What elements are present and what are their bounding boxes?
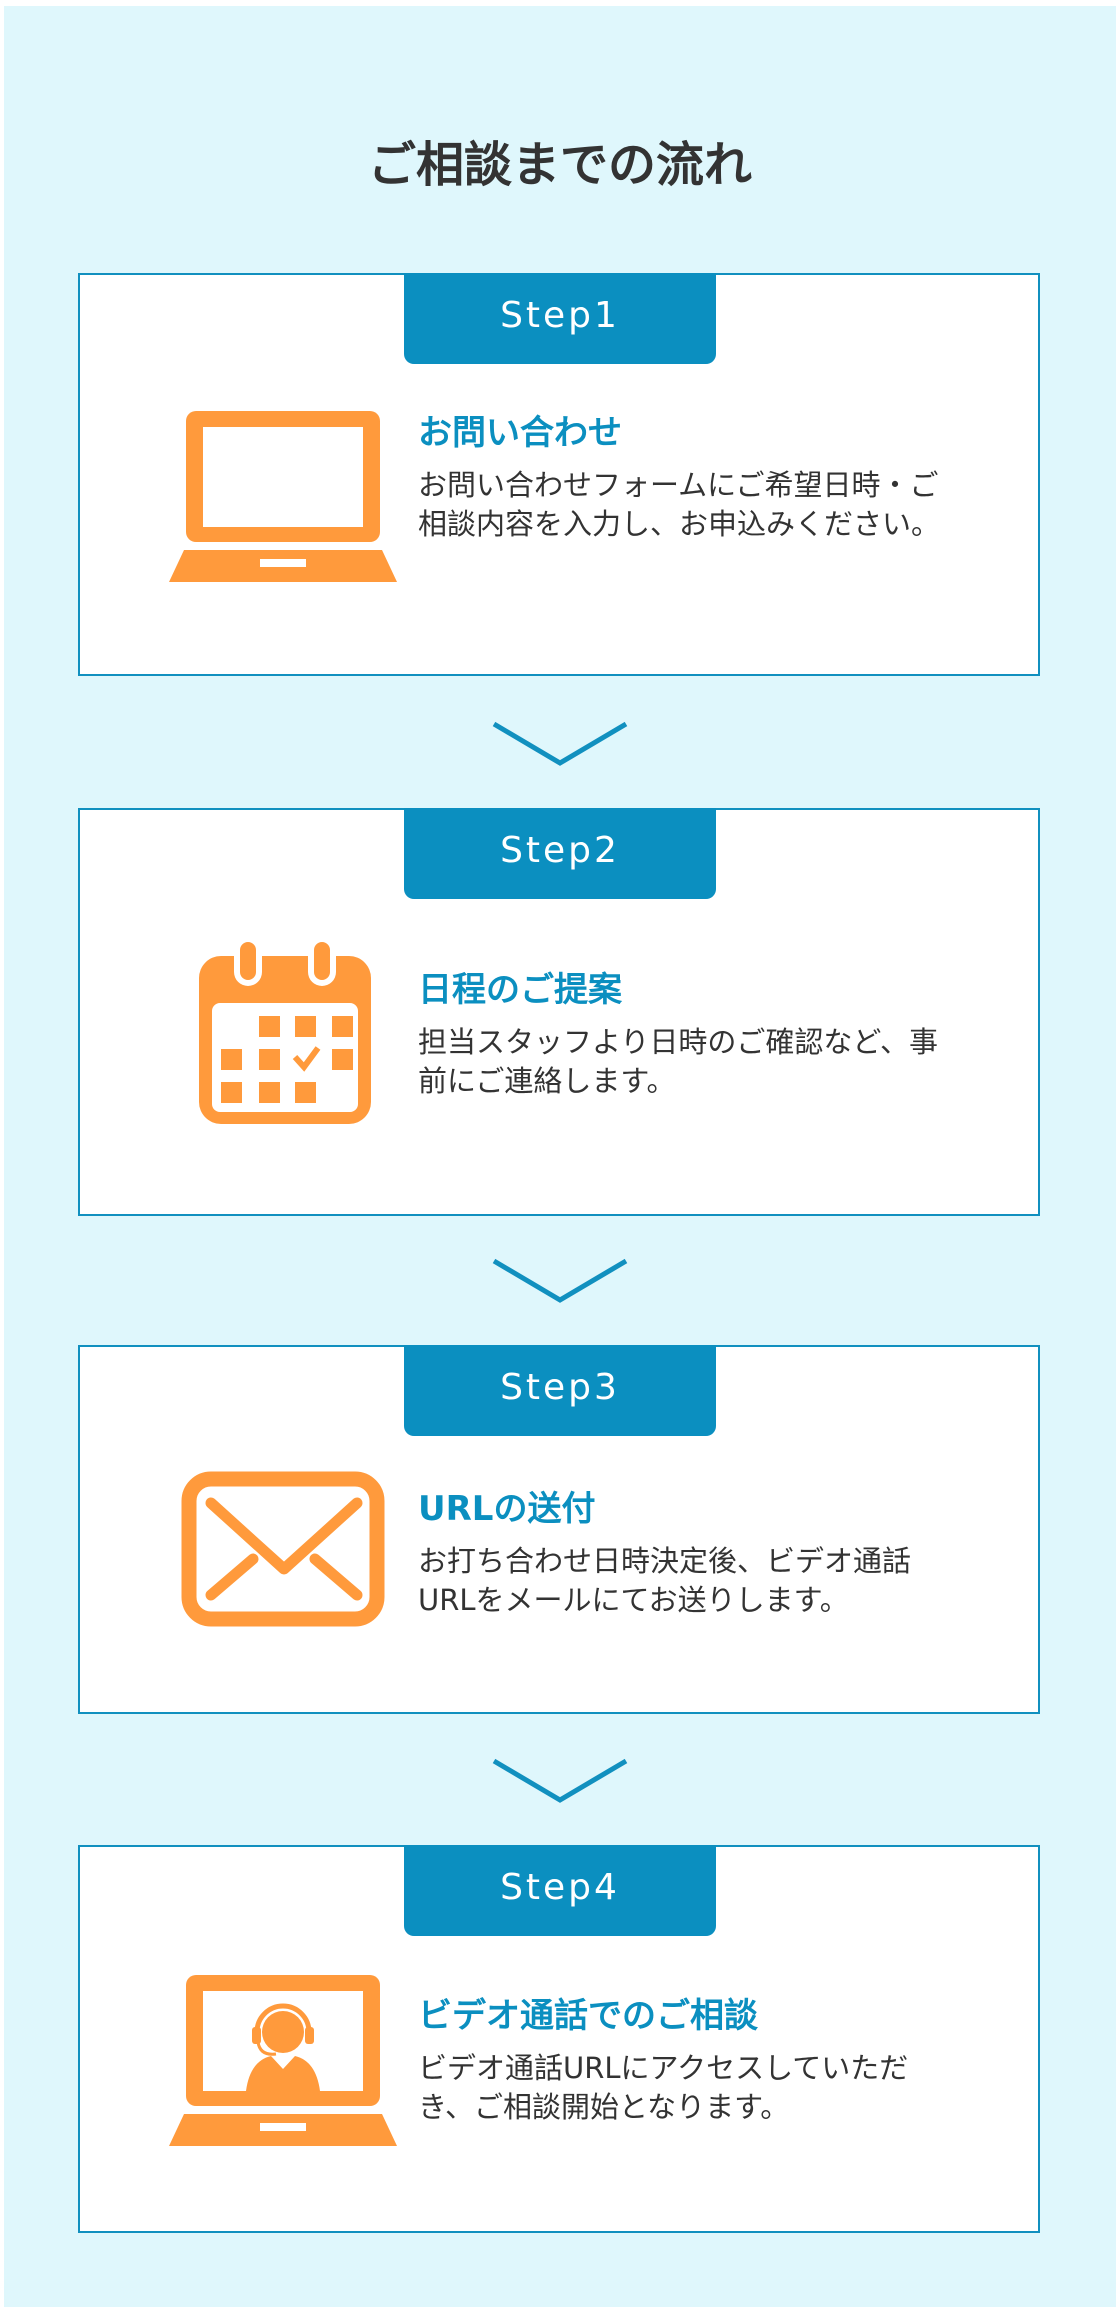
step-description-4: ビデオ通話URLにアクセスしていただき、ご相談開始となります。 <box>418 2051 909 2124</box>
video-consultation-icon <box>169 1975 397 2146</box>
step-heading-1: お問い合わせ <box>418 413 622 453</box>
step-description-2: 担当スタッフより日時のご確認など、事前にご連絡します。 <box>418 1025 938 1098</box>
step-description-3: お打ち合わせ日時決定後、ビデオ通話URLをメールにてお送りします。 <box>418 1544 912 1617</box>
step-heading-3: URLの送付 <box>418 1489 596 1529</box>
chevron-down-icon <box>492 721 628 766</box>
calendar-icon <box>199 938 371 1124</box>
page-title: ご相談までの流れ <box>367 137 752 193</box>
envelope-icon <box>181 1471 385 1627</box>
step-card-1: Step1 お問い合わせ お問い合わせフォームにご希望日時・ご相談内容を入力し、… <box>78 273 1040 676</box>
step-heading-2: 日程のご提案 <box>418 970 622 1010</box>
step-heading-4: ビデオ通話でのご相談 <box>418 1996 758 2036</box>
laptop-icon <box>169 411 397 582</box>
step-card-3: Step3 URLの送付 お打ち合わせ日時決定後、ビデオ通話URLをメールにてお… <box>78 1345 1040 1714</box>
chevron-down-icon <box>492 1258 628 1303</box>
step-card-4: Step4 ビデオ通話でのご相談 ビデオ通話URLにアクセスしていただき、ご相談… <box>78 1845 1040 2233</box>
step-description-1: お問い合わせフォームにご希望日時・ご相談内容を入力し、お申込みください。 <box>418 468 941 541</box>
step-card-2: Step2 日程のご提案 担当スタッフより日時のご確認など、事前にご連絡します。 <box>78 808 1040 1216</box>
step-badge-2: Step2 <box>404 808 716 899</box>
step-badge-1: Step1 <box>404 273 716 364</box>
step-badge-4: Step4 <box>404 1845 716 1936</box>
chevron-down-icon <box>492 1758 628 1803</box>
step-badge-3: Step3 <box>404 1345 716 1436</box>
